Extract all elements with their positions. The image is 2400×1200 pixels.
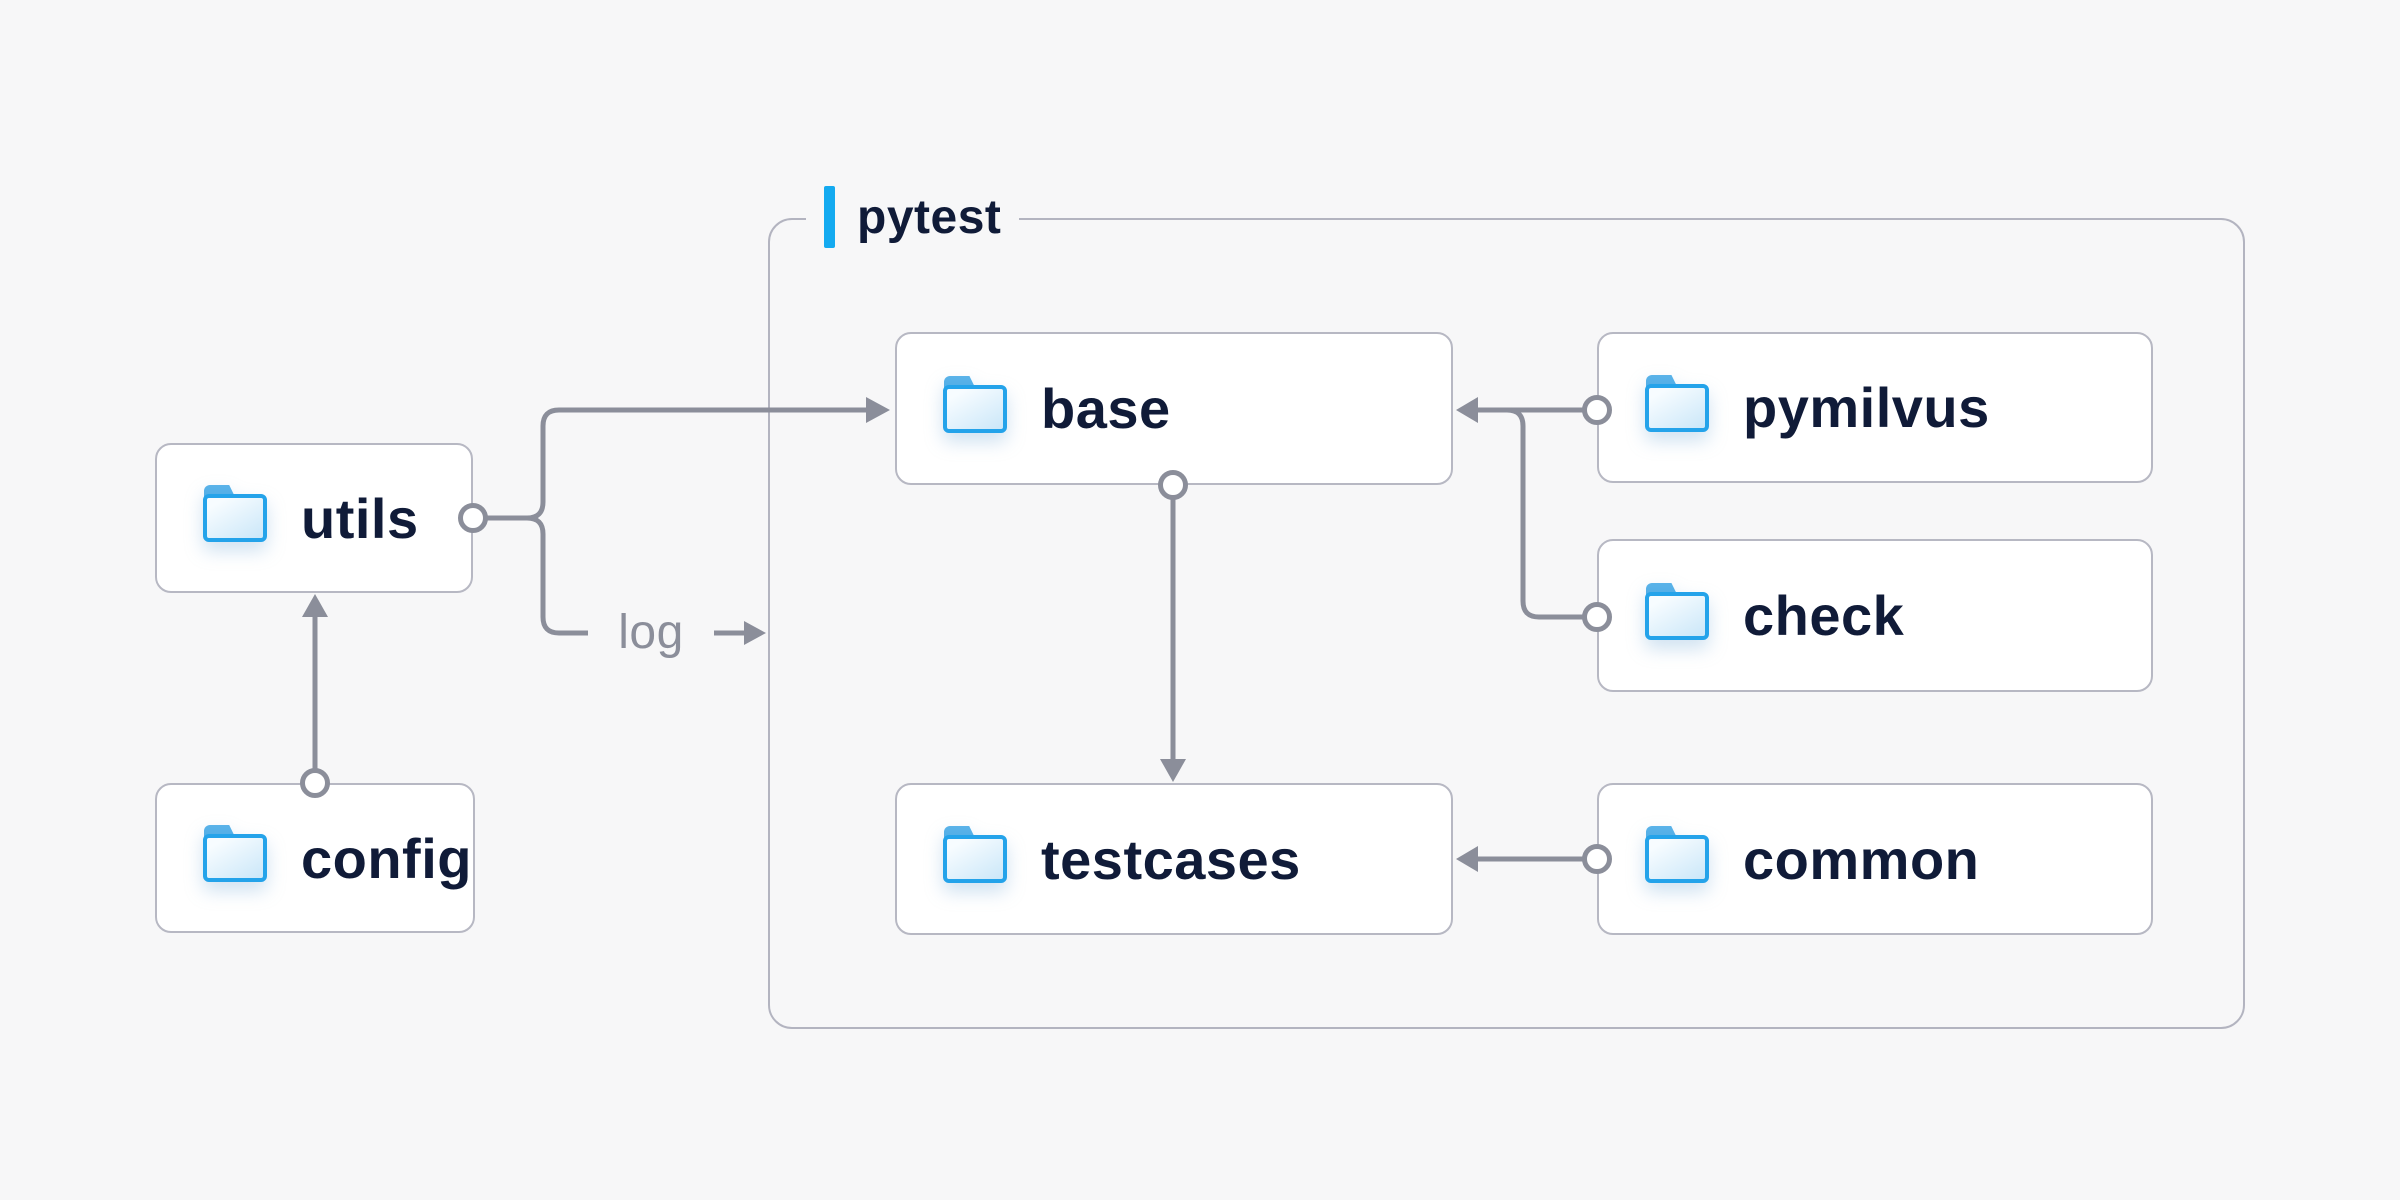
- pytest-group-title: pytest: [857, 190, 1002, 244]
- folder-icon: [203, 485, 267, 542]
- node-common: common: [1597, 783, 2153, 935]
- node-testcases: testcases: [895, 783, 1453, 935]
- folder-body: [943, 835, 1007, 883]
- node-pymilvus: pymilvus: [1597, 332, 2153, 483]
- node-check: check: [1597, 539, 2153, 692]
- folder-body: [203, 494, 267, 542]
- node-label-pymilvus: pymilvus: [1743, 376, 1990, 439]
- node-label-utils: utils: [301, 486, 419, 550]
- node-label-testcases: testcases: [1041, 827, 1301, 891]
- pytest-group-container: [768, 218, 2245, 1029]
- folder-body: [1645, 383, 1709, 432]
- edge-utils-log: [526, 515, 588, 636]
- folder-icon: [1645, 582, 1709, 640]
- node-base: base: [895, 332, 1453, 485]
- node-label-common: common: [1743, 827, 1980, 891]
- node-config: config: [155, 783, 475, 933]
- node-utils: utils: [155, 443, 473, 593]
- arrowhead-config-utils: [302, 594, 328, 617]
- folder-icon: [1645, 374, 1709, 432]
- arrowhead-log: [744, 621, 766, 645]
- node-label-check: check: [1743, 584, 1905, 647]
- node-label-config: config: [301, 826, 472, 890]
- folder-body: [203, 834, 267, 882]
- folder-icon: [943, 826, 1007, 883]
- edge-label-log: log: [618, 605, 684, 659]
- node-label-base: base: [1041, 377, 1171, 440]
- folder-body: [1645, 591, 1709, 640]
- accent-bar-icon: [824, 186, 835, 248]
- folder-body: [943, 384, 1007, 433]
- folder-body: [1645, 835, 1709, 883]
- folder-icon: [203, 825, 267, 882]
- folder-icon: [943, 375, 1007, 433]
- pytest-group-label: pytest: [806, 184, 1020, 250]
- folder-icon: [1645, 826, 1709, 883]
